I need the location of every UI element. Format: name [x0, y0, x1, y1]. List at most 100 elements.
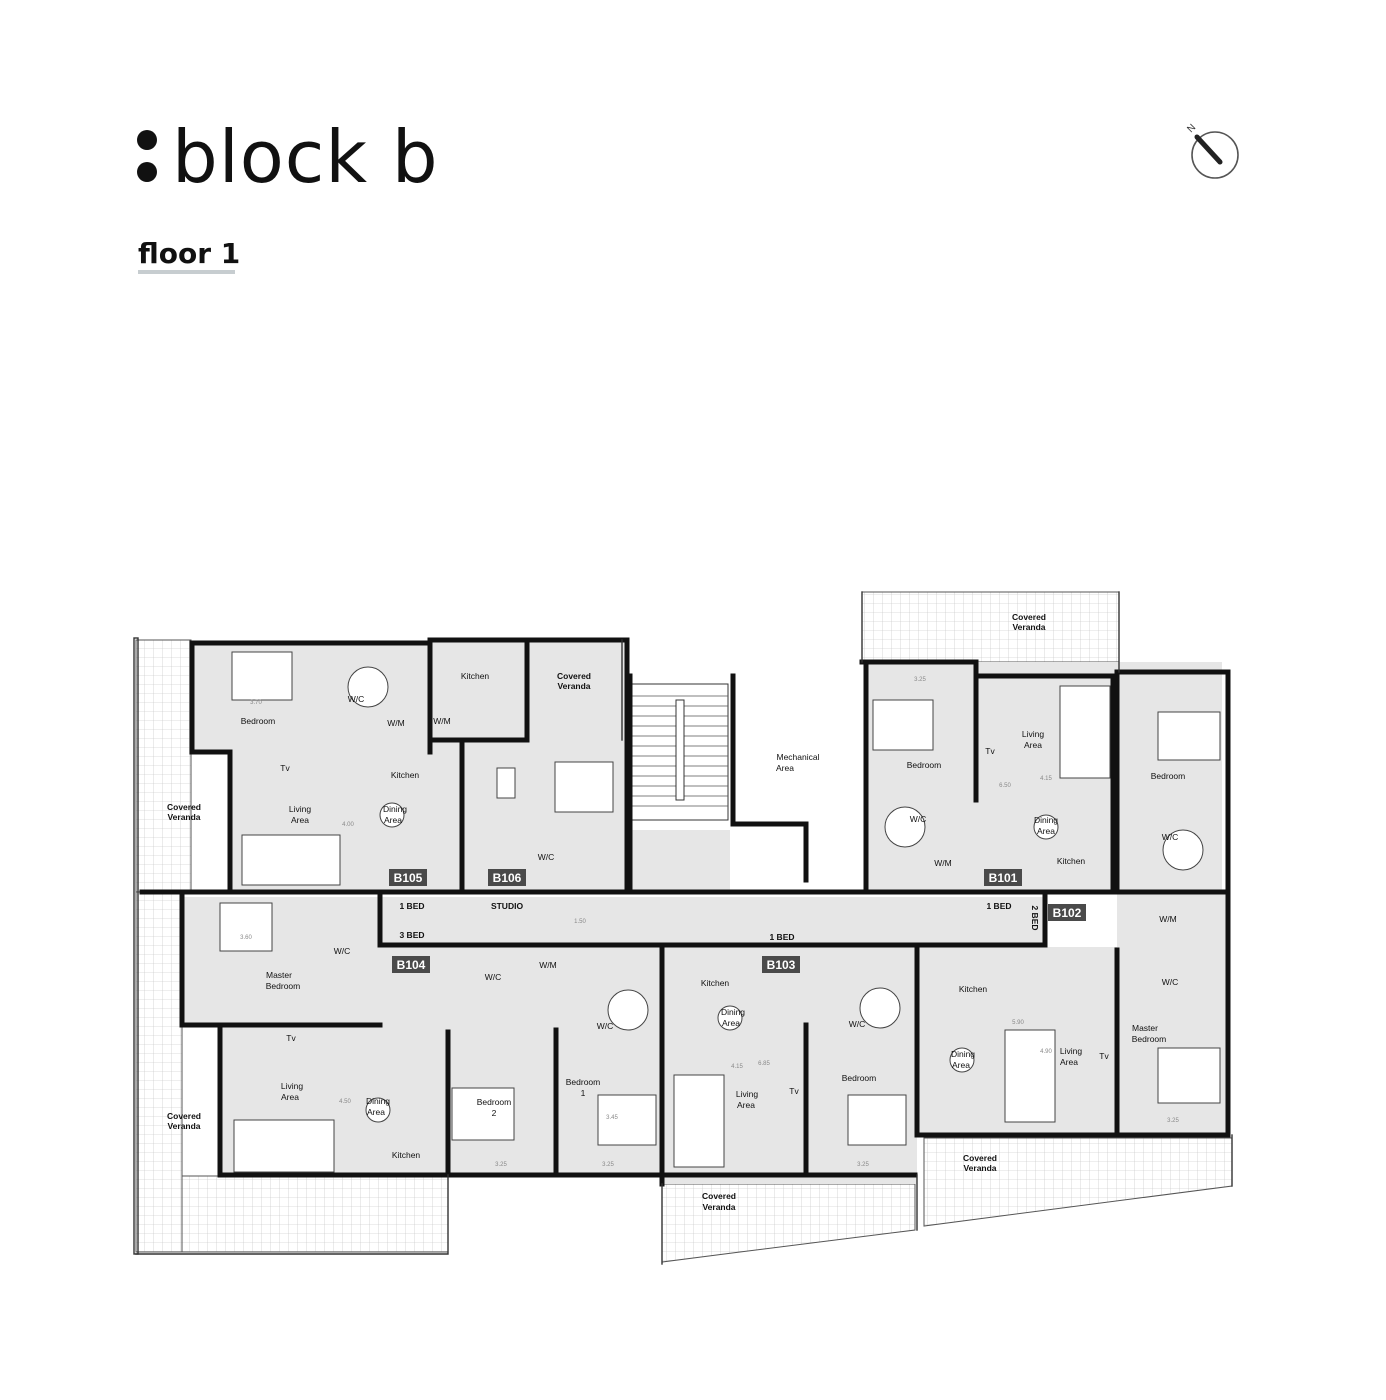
room-label: Master [1132, 1023, 1158, 1033]
unit-type-label: 1 BED [399, 901, 424, 911]
unit-type-label: STUDIO [491, 901, 524, 911]
room-label: Veranda [702, 1202, 735, 1212]
room-label: Covered [702, 1191, 736, 1201]
room-label: Kitchen [461, 671, 490, 681]
room-label: Kitchen [392, 1150, 421, 1160]
svg-text:3.25: 3.25 [602, 1162, 614, 1168]
stair-core [631, 676, 860, 824]
svg-text:B103: B103 [767, 958, 796, 972]
svg-text:3.45: 3.45 [606, 1115, 618, 1121]
room-label: Covered [557, 671, 591, 681]
room-label: Area [1037, 826, 1055, 836]
room-label: Kitchen [391, 770, 420, 780]
svg-text:3.25: 3.25 [857, 1162, 869, 1168]
svg-text:3.25: 3.25 [495, 1162, 507, 1168]
room-label: W/C [1162, 977, 1179, 987]
room-label: W/M [433, 716, 450, 726]
room-label: W/C [597, 1021, 614, 1031]
room-label: Living [736, 1089, 758, 1099]
room-label: Kitchen [959, 984, 988, 994]
room-label: Living [1060, 1046, 1082, 1056]
room-label: Bedroom [1151, 771, 1186, 781]
room-label: W/M [387, 718, 404, 728]
unit-type-label: 1 BED [769, 932, 794, 942]
room-label: Bedroom [266, 981, 301, 991]
room-label: W/C [849, 1019, 866, 1029]
room-label: Area [291, 815, 309, 825]
dimension-labels: 3.70 4.00 3.60 4.50 3.25 3.25 3.45 4.15 … [240, 677, 1179, 1168]
room-label: 1 [581, 1088, 586, 1098]
svg-text:4.90: 4.90 [1040, 1049, 1052, 1055]
unit-tag-b104[interactable]: B104 [392, 956, 430, 973]
room-label: Covered [167, 1111, 201, 1121]
room-label: W/M [934, 858, 951, 868]
walls [133, 591, 1233, 1265]
room-label: W/C [485, 972, 502, 982]
unit-tag-b106[interactable]: B106 [488, 869, 526, 886]
room-label: Bedroom [1132, 1034, 1167, 1044]
room-label: W/C [348, 694, 365, 704]
room-label: Bedroom [477, 1097, 512, 1107]
room-label: Living [1022, 729, 1044, 739]
room-label: W/C [334, 946, 351, 956]
unit-tags[interactable]: B105 B106 B101 B102 B104 B103 [389, 869, 1086, 973]
room-label: Area [722, 1018, 740, 1028]
floor-label-underline [138, 270, 235, 274]
room-label: Master [266, 970, 292, 980]
unit-type-label: 3 BED [399, 930, 424, 940]
svg-text:B106: B106 [493, 871, 522, 885]
furniture [219, 651, 1221, 1173]
floor-label: floor 1 [138, 237, 241, 270]
room-label: Dining [366, 1096, 390, 1106]
logo-mark [137, 128, 159, 184]
unit-tag-b101[interactable]: B101 [984, 869, 1022, 886]
room-label: Veranda [1012, 622, 1045, 632]
svg-text:3.25: 3.25 [1167, 1118, 1179, 1124]
svg-text:3.25: 3.25 [914, 677, 926, 683]
room-labels: Bedroom Living Area Dining Area Kitchen … [167, 612, 1185, 1212]
svg-text:4.15: 4.15 [1040, 776, 1052, 782]
room-label: Covered [167, 802, 201, 812]
svg-text:1.50: 1.50 [574, 919, 586, 925]
room-label: Dining [383, 804, 407, 814]
room-label: Dining [721, 1007, 745, 1017]
svg-text:6.50: 6.50 [999, 783, 1011, 789]
room-label: Covered [963, 1153, 997, 1163]
unit-tag-b103[interactable]: B103 [762, 956, 800, 973]
svg-text:B105: B105 [394, 871, 423, 885]
room-label: Tv [789, 1086, 799, 1096]
compass-north-icon: N [1185, 122, 1239, 179]
room-label: W/M [539, 960, 556, 970]
room-label: Area [1060, 1057, 1078, 1067]
room-label: Area [281, 1092, 299, 1102]
svg-text:B102: B102 [1053, 906, 1082, 920]
room-label: W/M [1159, 914, 1176, 924]
room-label: Veranda [167, 1121, 200, 1131]
room-label: Veranda [167, 812, 200, 822]
room-label: Bedroom [241, 716, 276, 726]
page-title: block b [172, 115, 439, 199]
room-label: Dining [951, 1049, 975, 1059]
room-label: 2 [492, 1108, 497, 1118]
room-label: Veranda [557, 681, 590, 691]
room-label: Covered [1012, 612, 1046, 622]
svg-text:B101: B101 [989, 871, 1018, 885]
room-label: Tv [1099, 1051, 1109, 1061]
room-label: Area [952, 1060, 970, 1070]
room-label: Area [367, 1107, 385, 1117]
room-label: Living [281, 1081, 303, 1091]
room-label: W/C [1162, 832, 1179, 842]
room-label: Mechanical [777, 752, 820, 762]
room-label: Tv [985, 746, 995, 756]
room-label: Tv [286, 1033, 296, 1043]
unit-tag-b105[interactable]: B105 [389, 869, 427, 886]
svg-text:4.00: 4.00 [342, 822, 354, 828]
room-label: W/C [910, 814, 927, 824]
unit-tag-b102[interactable]: B102 [1048, 904, 1086, 921]
unit-type-label: 1 BED [986, 901, 1011, 911]
room-label: Bedroom [842, 1073, 877, 1083]
svg-text:4.15: 4.15 [731, 1064, 743, 1070]
room-label: Area [384, 815, 402, 825]
svg-text:3.70: 3.70 [250, 700, 262, 706]
